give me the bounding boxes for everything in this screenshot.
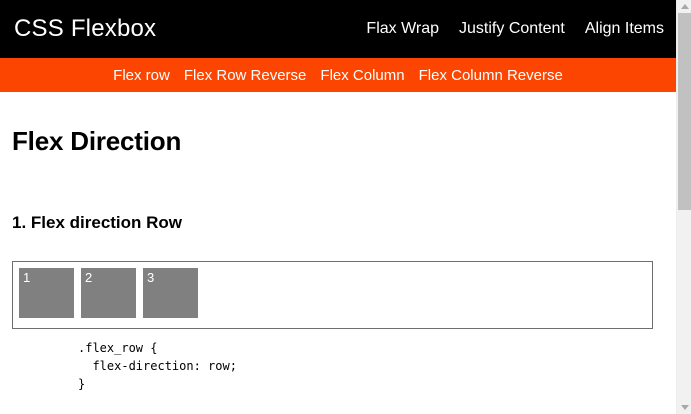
- flex-item: 3: [143, 268, 198, 318]
- subnav-item-flex-column[interactable]: Flex Column: [320, 66, 405, 84]
- flex-row-demo: 1 2 3: [19, 268, 646, 322]
- flex-item: 1: [19, 268, 74, 318]
- primary-nav: Flax Wrap Justify Content Align Items: [366, 20, 668, 38]
- subnav-item-flex-row-reverse[interactable]: Flex Row Reverse: [183, 66, 307, 84]
- site-brand-title: CSS Flexbox: [14, 15, 157, 42]
- main-content: Flex Direction 1. Flex direction Row 1 2…: [0, 126, 676, 393]
- scroll-up-button[interactable]: [677, 0, 691, 13]
- chevron-up-icon: [680, 4, 689, 9]
- flex-demo-container: 1 2 3: [12, 261, 653, 329]
- page-viewport: CSS Flexbox Flax Wrap Justify Content Al…: [0, 0, 676, 393]
- site-header: CSS Flexbox Flax Wrap Justify Content Al…: [0, 0, 676, 58]
- vertical-scrollbar[interactable]: [676, 0, 691, 414]
- scroll-down-button[interactable]: [677, 401, 691, 414]
- code-snippet: .flex_row { flex-direction: row; }: [78, 341, 237, 391]
- scrollbar-thumb[interactable]: [678, 13, 691, 210]
- chevron-down-icon: [680, 405, 689, 410]
- section-title: 1. Flex direction Row: [12, 213, 183, 232]
- nav-item-flax-wrap[interactable]: Flax Wrap: [366, 20, 440, 37]
- secondary-nav: Flex row Flex Row Reverse Flex Column Fl…: [0, 58, 676, 92]
- subnav-item-flex-column-reverse[interactable]: Flex Column Reverse: [418, 66, 563, 84]
- flex-item: 2: [81, 268, 136, 318]
- nav-item-justify-content[interactable]: Justify Content: [459, 20, 565, 37]
- subnav-item-flex-row[interactable]: Flex row: [113, 66, 170, 84]
- page-title: Flex Direction: [12, 126, 182, 156]
- nav-item-align-items[interactable]: Align Items: [584, 20, 664, 37]
